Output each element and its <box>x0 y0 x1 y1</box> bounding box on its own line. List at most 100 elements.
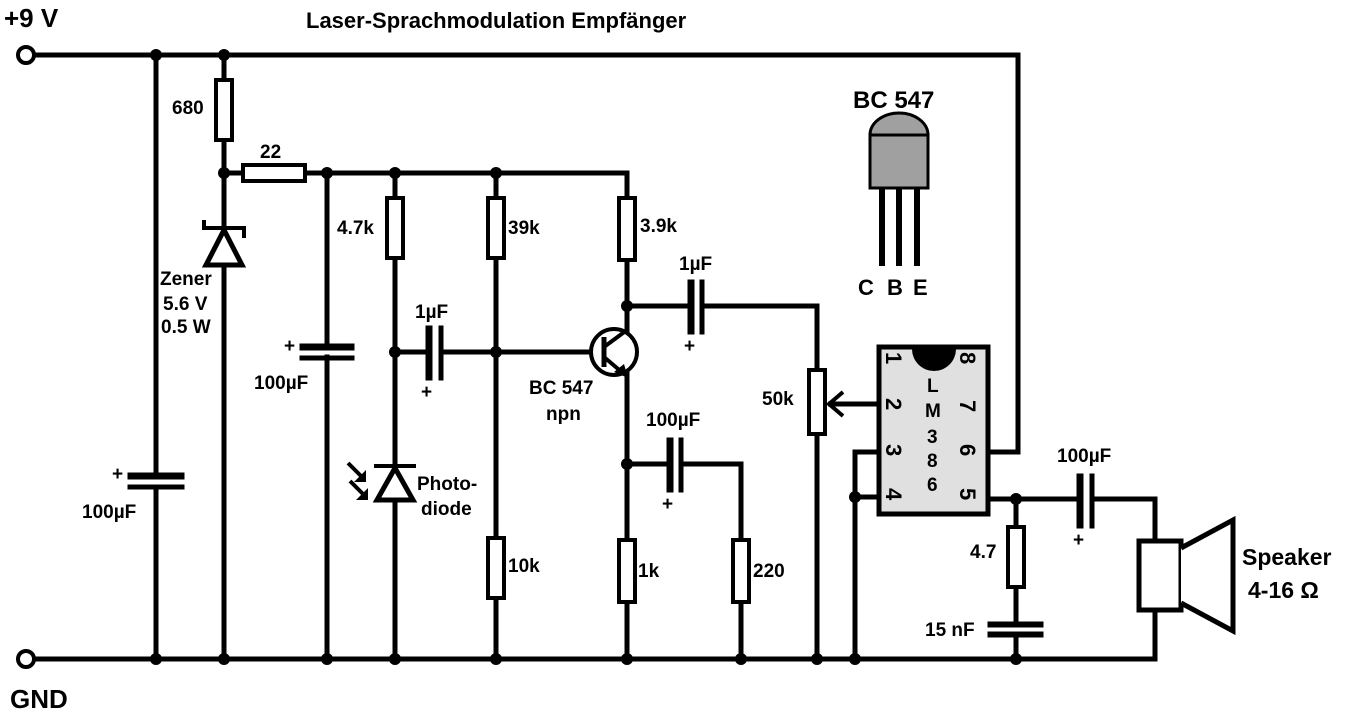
resistor-4k7-label: 4.7k <box>337 218 374 239</box>
junctions <box>150 49 1022 665</box>
resistor-3k9: 3.9k <box>617 196 677 333</box>
photodiode: Photo- diode <box>346 461 477 662</box>
capacitor-speaker: 100µF + <box>1057 446 1111 551</box>
photodiode-label-line1: Photo- <box>417 474 477 495</box>
pinout-base: B <box>887 275 903 300</box>
plus-sign: + <box>421 382 432 403</box>
ic-lm386: L M 3 8 6 1 2 3 4 8 7 6 5 <box>876 344 991 517</box>
pinout-emitter: E <box>913 275 928 300</box>
bc547-pinout: BC 547 C B E <box>853 87 934 300</box>
plus-sign: + <box>284 336 295 357</box>
resistor-4-7-label: 4.7 <box>970 542 996 563</box>
junction-dot <box>389 653 401 665</box>
plus-sign: + <box>112 464 123 485</box>
junction-dot <box>1010 653 1022 665</box>
resistor-220: 220 <box>731 538 785 662</box>
ic-name-char: 8 <box>927 451 938 472</box>
capacitor-15nf-label: 15 nF <box>925 620 975 641</box>
resistor-22: 22 <box>221 142 630 203</box>
plus-sign: + <box>684 336 695 357</box>
capacitor-emitter: 100µF + <box>624 410 744 541</box>
ic-pin-8: 8 <box>955 352 980 364</box>
capacitor-filter: + 100µF <box>254 170 355 662</box>
capacitor-bulk-left-label: 100µF <box>82 502 136 523</box>
resistor-22-label: 22 <box>260 142 281 163</box>
capacitor-output-label: 1µF <box>679 254 712 275</box>
ic-pin-4: 4 <box>881 488 906 501</box>
junction-dot <box>321 653 333 665</box>
junction-dot <box>218 653 230 665</box>
junction-dot <box>218 49 230 61</box>
ground-terminal[interactable] <box>16 649 36 669</box>
ic-name-char: 3 <box>927 427 938 448</box>
positive-terminal[interactable] <box>16 45 36 65</box>
zener-label-name: Zener <box>160 269 212 290</box>
speaker-impedance: 4-16 Ω <box>1248 577 1319 603</box>
capacitor-emitter-label: 100µF <box>646 410 700 431</box>
ic-ground-wires <box>852 449 883 662</box>
resistor-4k7: 4.7k <box>337 170 405 469</box>
supply-positive-label: +9 V <box>4 3 59 33</box>
resistor-4-7: 4.7 <box>970 496 1026 662</box>
junction-dot <box>490 167 502 179</box>
junction-dot <box>621 653 633 665</box>
junction-dot <box>389 167 401 179</box>
potentiometer-50k-label: 50k <box>762 389 794 410</box>
zener-label-voltage: 5.6 V <box>163 294 208 315</box>
speaker-icon: Speaker 4-16 Ω <box>1136 515 1332 636</box>
resistor-680-label: 680 <box>172 98 204 119</box>
schematic-title: Laser-Sprachmodulation Empfänger <box>306 8 687 33</box>
capacitor-bulk-left: + 100µF <box>82 52 185 662</box>
resistor-3k9-label: 3.9k <box>640 216 677 237</box>
capacitor-speaker-label: 100µF <box>1057 446 1111 467</box>
resistor-39k-label: 39k <box>508 218 540 239</box>
pinout-collector: C <box>858 275 874 300</box>
junction-dot <box>218 167 230 179</box>
photodiode-label-line2: diode <box>421 499 472 520</box>
light-arrows-icon <box>346 461 368 500</box>
junction-dot <box>321 167 333 179</box>
transistor-q1-label-type: BC 547 <box>529 378 593 399</box>
ic-name-char: 6 <box>927 475 938 496</box>
transistor-q1: BC 547 npn <box>529 327 639 541</box>
junction-dot <box>490 346 502 358</box>
capacitor-15nf: 15 nF <box>925 620 1044 641</box>
ic-name-char: M <box>925 401 941 422</box>
junction-dot <box>1010 493 1022 505</box>
ic-pin-2: 2 <box>881 398 906 410</box>
junction-dot <box>849 491 861 503</box>
capacitor-output: 1µF + <box>624 254 820 373</box>
potentiometer-50k[interactable]: 50k <box>762 368 880 662</box>
ic-pin-5: 5 <box>955 488 980 500</box>
ic-pin-6: 6 <box>955 444 980 456</box>
ic-name-char: L <box>927 376 939 397</box>
output-wires <box>985 496 1158 662</box>
zener-label-power: 0.5 W <box>161 317 211 338</box>
plus-sign: + <box>662 494 673 515</box>
junction-dot <box>490 653 502 665</box>
junction-dot <box>150 49 162 61</box>
pinout-title: BC 547 <box>853 87 934 114</box>
transistor-q1-label-polarity: npn <box>546 404 581 425</box>
junction-dot <box>621 458 633 470</box>
speaker-label: Speaker <box>1242 544 1332 570</box>
ic-pin-1: 1 <box>881 352 906 364</box>
plus-sign: + <box>1073 530 1084 551</box>
ic-pin-7: 7 <box>955 400 980 412</box>
junction-dot <box>735 653 747 665</box>
zener-diode: Zener 5.6 V 0.5 W <box>160 170 247 662</box>
junction-dot <box>150 653 162 665</box>
positive-rail <box>31 52 1021 455</box>
junction-dot <box>811 653 823 665</box>
resistor-1k-label: 1k <box>638 561 660 582</box>
resistor-39k: 39k <box>486 170 540 541</box>
resistor-220-label: 220 <box>753 561 785 582</box>
resistor-680: 680 <box>172 52 234 176</box>
capacitor-input-label: 1µF <box>415 302 448 323</box>
ground-label: GND <box>10 684 68 714</box>
resistor-1k: 1k <box>617 538 660 662</box>
resistor-10k: 10k <box>486 536 540 662</box>
resistor-10k-label: 10k <box>508 556 540 577</box>
